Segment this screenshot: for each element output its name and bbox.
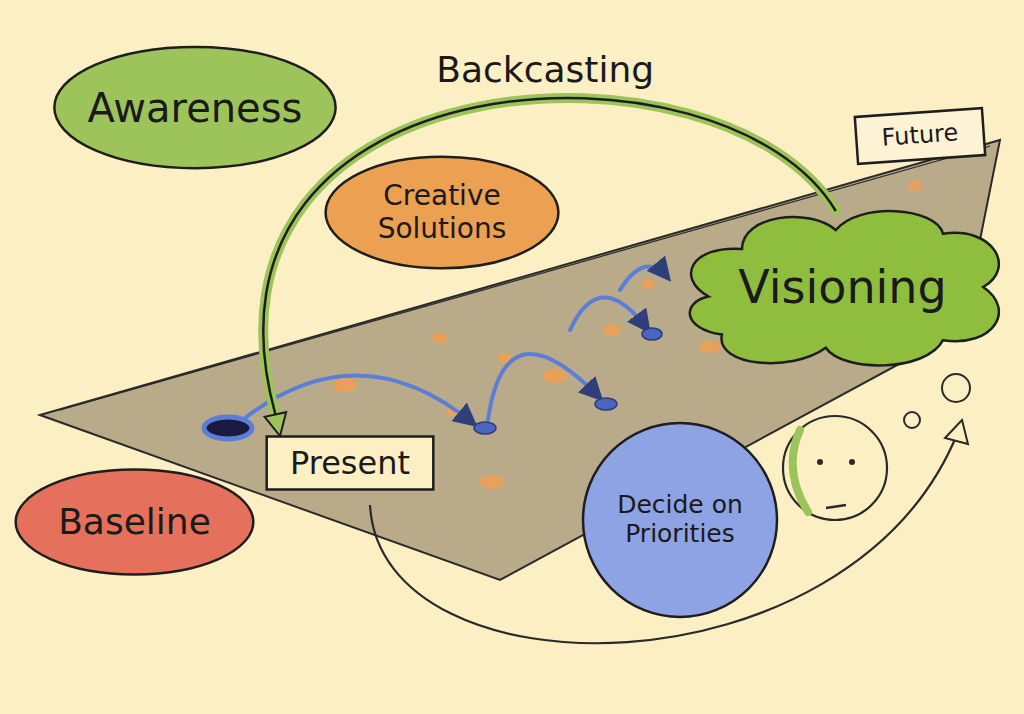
node-text: Baseline — [58, 501, 211, 542]
eye — [817, 459, 823, 465]
ellipse-node: Awareness — [50, 45, 340, 170]
steps — [245, 266, 668, 424]
start-ring — [204, 417, 252, 439]
dot — [595, 398, 617, 410]
rect-shape — [267, 437, 434, 490]
node-text: Creative Solutions — [355, 180, 530, 244]
eye — [849, 459, 855, 465]
dot — [474, 422, 496, 434]
rect-shape — [855, 108, 985, 164]
road-edge — [60, 146, 990, 410]
node-text: Decide on Priorities — [610, 491, 750, 549]
text-group: Future — [881, 120, 959, 153]
dot — [699, 341, 721, 353]
thought-bubble — [904, 412, 920, 428]
node-text: Present — [290, 445, 410, 482]
text-group: Present — [290, 445, 410, 482]
dot — [333, 378, 357, 392]
cloud-shape — [690, 211, 999, 365]
dot — [480, 475, 504, 489]
label-box: Present — [265, 436, 435, 490]
ellipse-shape — [16, 470, 254, 575]
step-arc — [620, 266, 668, 290]
dot — [641, 279, 655, 289]
step-dots — [474, 328, 662, 434]
dot — [642, 328, 662, 340]
face — [783, 416, 887, 520]
text-group: Decide on Priorities — [610, 491, 750, 549]
text-group: Creative Solutions — [355, 180, 530, 244]
dot — [543, 369, 567, 383]
step-arc — [570, 298, 648, 331]
node-text: Visioning — [738, 261, 946, 314]
step-arc — [488, 354, 600, 420]
dot — [603, 324, 621, 336]
node-text: Awareness — [88, 85, 303, 131]
ellipse-shape — [583, 423, 777, 617]
dot — [908, 181, 922, 191]
vision-cloud: Visioning — [675, 192, 1010, 382]
arrowhead — [945, 420, 968, 444]
road — [40, 140, 1000, 580]
ellipse-node: Decide on Priorities — [580, 420, 780, 620]
edge-label: Backcasting — [430, 49, 660, 90]
ellipse-shape — [326, 157, 559, 269]
ellipse-shape — [54, 47, 335, 168]
ellipse-node: Baseline — [12, 468, 257, 576]
arrowhead — [265, 412, 287, 436]
node-text: Future — [881, 120, 959, 153]
text-group: Visioning — [738, 261, 946, 314]
face-shade — [793, 430, 808, 512]
ellipse-node: Creative Solutions — [322, 155, 562, 270]
label-box: Future — [853, 108, 986, 165]
text-group: Baseline — [58, 501, 211, 542]
thought-bubble — [942, 374, 970, 402]
dot — [432, 333, 448, 343]
text-group: Awareness — [88, 85, 303, 131]
mouth — [826, 505, 846, 508]
